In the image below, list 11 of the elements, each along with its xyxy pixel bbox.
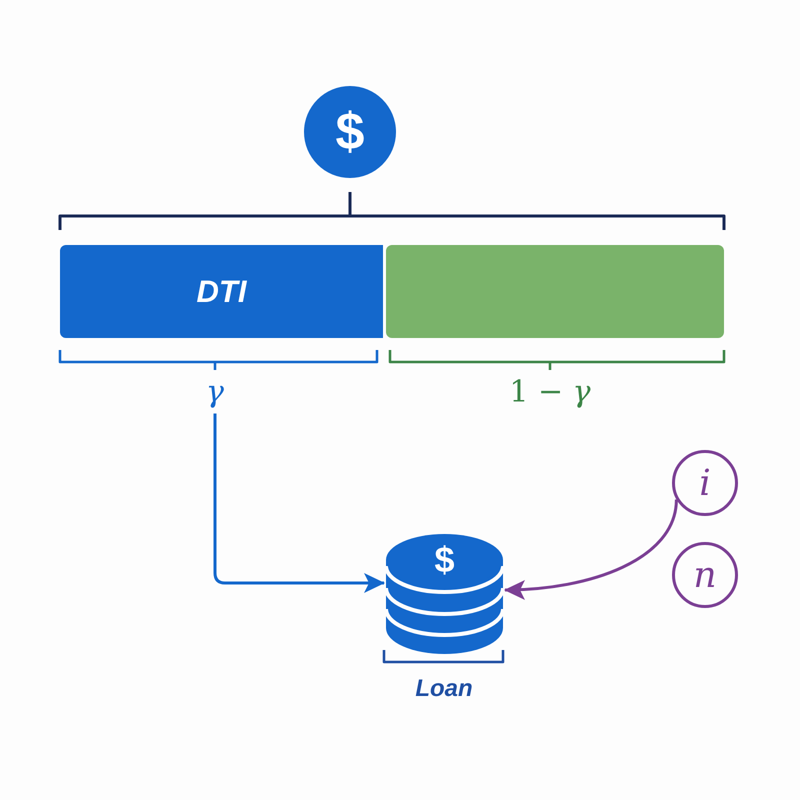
- bar-segment: DTI: [60, 245, 383, 338]
- arrow: [214, 414, 385, 593]
- dollar-circle: $: [304, 86, 396, 178]
- coin-stack: $: [386, 534, 503, 656]
- variable-circle: n: [672, 542, 738, 608]
- variable-label: γ: [206, 374, 224, 410]
- bar-segment: [386, 245, 724, 338]
- variable-circle: i: [672, 450, 738, 516]
- arrow: [504, 499, 678, 600]
- variable-label: 1 − γ: [509, 374, 591, 410]
- node-caption: Loan: [415, 675, 473, 703]
